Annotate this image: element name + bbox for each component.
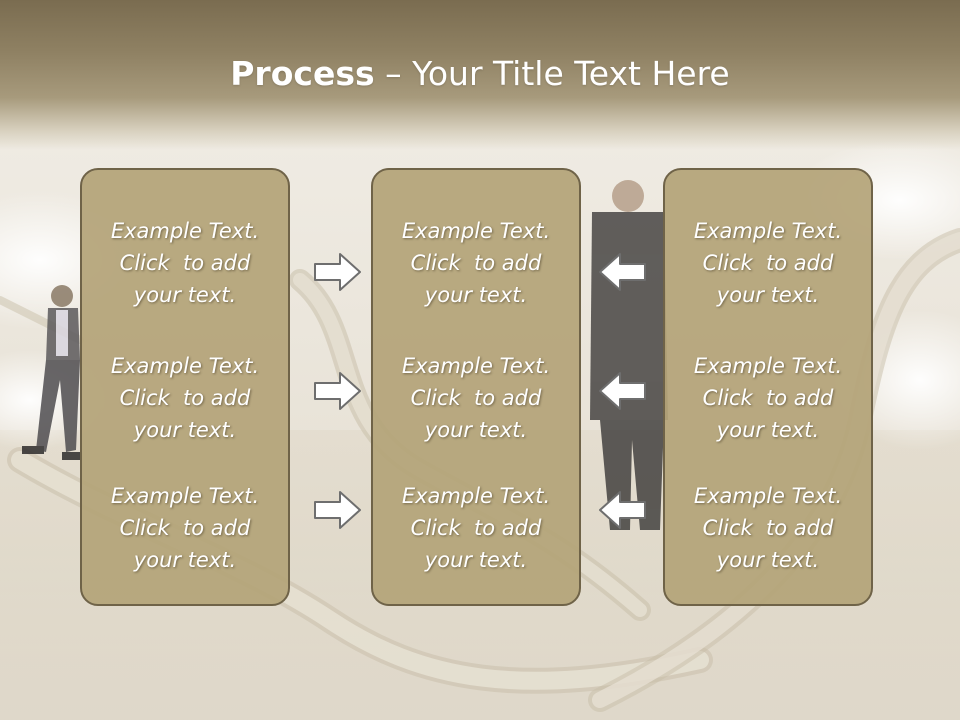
title-rest-part: – Your Title Text Here [374, 54, 730, 93]
text-line: Example Text. [401, 219, 551, 243]
title-bold-part: Process [230, 54, 375, 93]
text-line: your text. [716, 548, 820, 572]
text-panel-center: Example Text. Click to add your text. Ex… [371, 168, 581, 606]
arrow-right-icon[interactable] [313, 252, 363, 292]
arrow-left-icon[interactable] [597, 490, 647, 530]
text-line: your text. [424, 283, 528, 307]
text-line: Click to add [119, 386, 251, 410]
arrow-right-icon[interactable] [313, 490, 363, 530]
text-line: Click to add [702, 516, 834, 540]
text-line: Click to add [702, 251, 834, 275]
text-panel-left: Example Text. Click to add your text. Ex… [80, 168, 290, 606]
text-line: Example Text. [401, 354, 551, 378]
text-line: Click to add [119, 516, 251, 540]
text-placeholder[interactable]: Example Text. Click to add your text. [373, 350, 579, 446]
arrow-left-icon[interactable] [597, 371, 647, 411]
text-placeholder[interactable]: Example Text. Click to add your text. [82, 480, 288, 576]
text-placeholder[interactable]: Example Text. Click to add your text. [82, 215, 288, 311]
text-placeholder[interactable]: Example Text. Click to add your text. [82, 350, 288, 446]
text-line: your text. [424, 418, 528, 442]
text-placeholder[interactable]: Example Text. Click to add your text. [665, 350, 871, 446]
text-line: Click to add [702, 386, 834, 410]
text-line: Example Text. [401, 484, 551, 508]
text-line: Click to add [410, 516, 542, 540]
text-line: Example Text. [110, 484, 260, 508]
text-line: Example Text. [693, 219, 843, 243]
businessman-figure [22, 285, 80, 460]
text-line: your text. [133, 548, 237, 572]
text-placeholder[interactable]: Example Text. Click to add your text. [665, 215, 871, 311]
text-panel-right: Example Text. Click to add your text. Ex… [663, 168, 873, 606]
text-line: Example Text. [693, 354, 843, 378]
text-placeholder[interactable]: Example Text. Click to add your text. [373, 215, 579, 311]
text-line: Click to add [119, 251, 251, 275]
text-line: your text. [716, 283, 820, 307]
text-line: your text. [133, 418, 237, 442]
text-placeholder[interactable]: Example Text. Click to add your text. [373, 480, 579, 576]
slide-title[interactable]: Process – Your Title Text Here [0, 52, 960, 96]
text-line: Click to add [410, 386, 542, 410]
text-placeholder[interactable]: Example Text. Click to add your text. [665, 480, 871, 576]
arrow-left-icon[interactable] [597, 252, 647, 292]
text-line: your text. [716, 418, 820, 442]
text-line: Example Text. [110, 219, 260, 243]
text-line: Example Text. [693, 484, 843, 508]
arrow-right-icon[interactable] [313, 371, 363, 411]
title-band [0, 0, 960, 150]
text-line: your text. [424, 548, 528, 572]
text-line: Example Text. [110, 354, 260, 378]
text-line: your text. [133, 283, 237, 307]
text-line: Click to add [410, 251, 542, 275]
